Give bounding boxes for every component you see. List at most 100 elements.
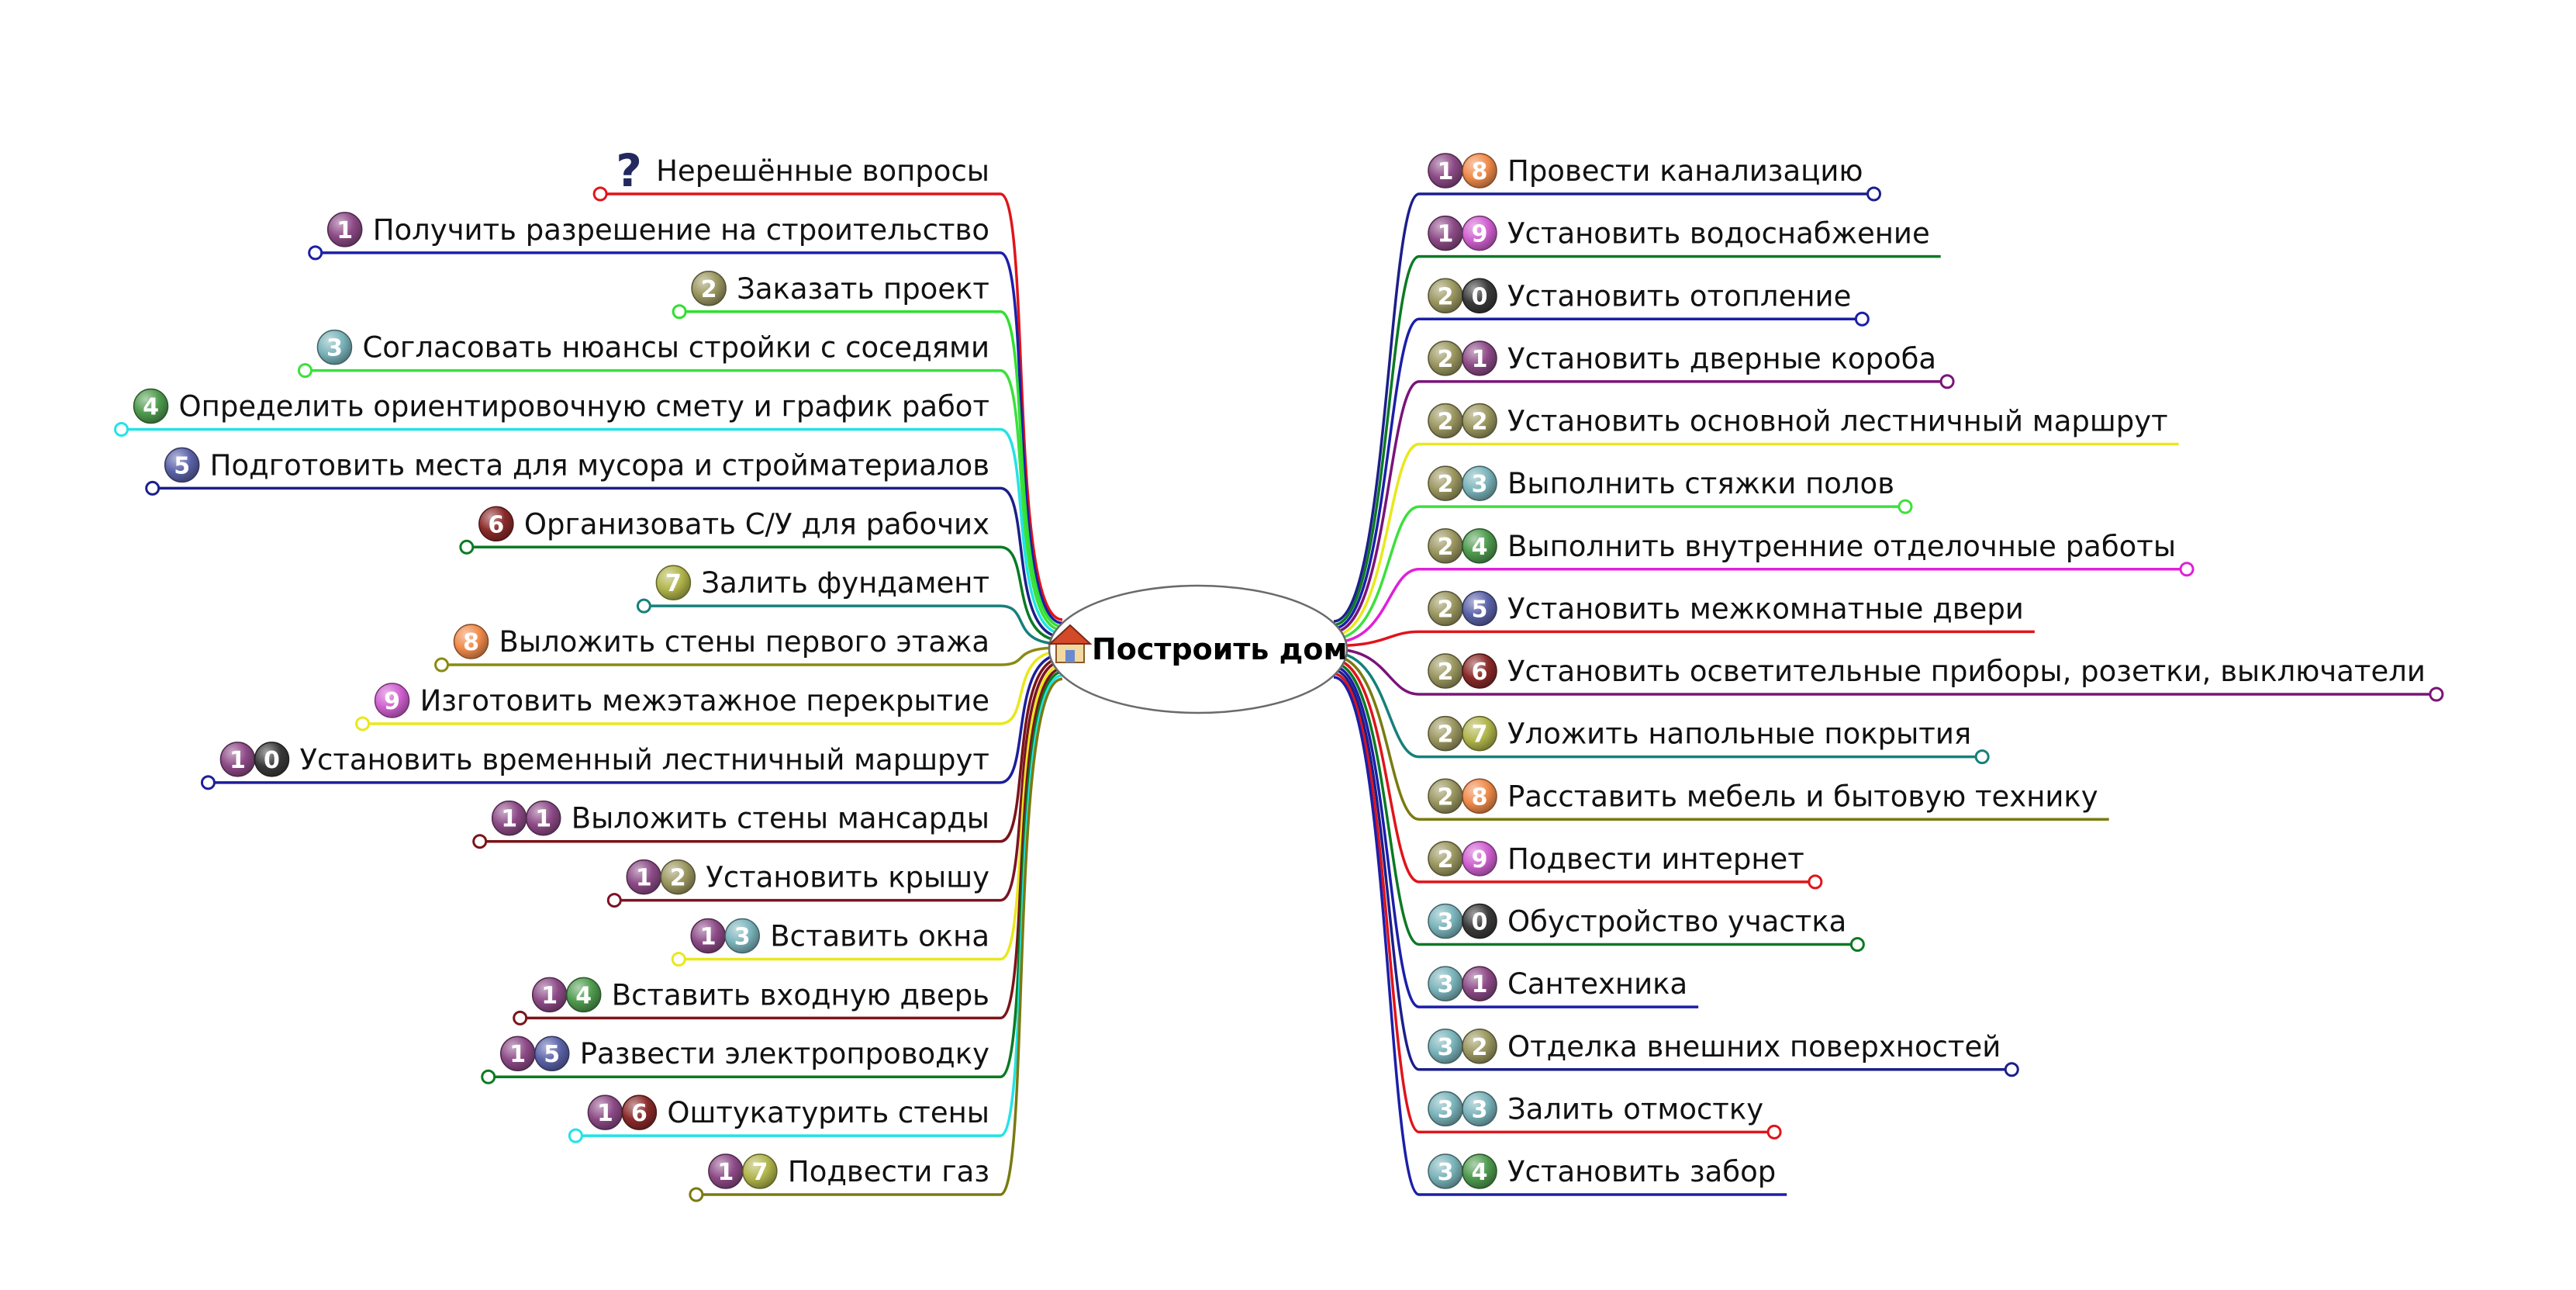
number-badge-icon: 2 <box>1428 278 1463 313</box>
svg-text:2: 2 <box>1438 846 1454 873</box>
collapse-handle[interactable] <box>200 775 216 790</box>
svg-text:9: 9 <box>384 688 400 715</box>
central-topic[interactable]: Построить дом <box>1048 584 1348 714</box>
number-badge-icon: 6 <box>478 506 514 542</box>
number-badge-icon: 0 <box>1462 278 1497 313</box>
svg-text:0: 0 <box>1472 909 1488 936</box>
collapse-handle[interactable] <box>1974 749 1990 765</box>
svg-text:1: 1 <box>337 217 353 244</box>
collapse-handle[interactable] <box>2429 687 2444 702</box>
number-badge-icon: 1 <box>690 918 726 954</box>
branch-line <box>1333 669 2012 1071</box>
number-badge-icon: 1 <box>626 859 662 895</box>
collapse-handle[interactable] <box>1866 186 1882 202</box>
svg-text:5: 5 <box>1472 596 1488 623</box>
branch-line <box>679 310 1063 628</box>
collapse-handle[interactable] <box>1849 937 1865 952</box>
branch-line <box>152 486 1063 638</box>
topic-label: Подвести интернет <box>1507 842 1804 876</box>
number-badge-icon: 1 <box>1462 966 1497 1001</box>
number-badge-icon: 2 <box>691 271 727 306</box>
topic-left-1[interactable]: ?Нерешённые вопросы <box>616 144 989 197</box>
collapse-handle[interactable] <box>459 539 475 555</box>
collapse-handle[interactable] <box>636 598 651 614</box>
svg-text:6: 6 <box>488 511 504 538</box>
collapse-handle[interactable] <box>308 245 323 261</box>
svg-text:3: 3 <box>734 923 751 950</box>
branch-lines <box>114 186 2444 1202</box>
collapse-handle[interactable] <box>592 186 608 202</box>
collapse-handle[interactable] <box>2179 562 2194 577</box>
collapse-handle[interactable] <box>472 834 488 849</box>
number-badge-icon: 2 <box>1428 403 1463 439</box>
collapse-handle[interactable] <box>672 304 687 320</box>
collapse-handle[interactable] <box>2004 1062 2019 1077</box>
branch-line <box>696 677 1063 1196</box>
svg-text:7: 7 <box>665 570 682 597</box>
number-badge-icon: 1 <box>499 1036 536 1071</box>
svg-text:2: 2 <box>1438 409 1454 436</box>
branch-line <box>614 660 1063 902</box>
collapse-handle[interactable] <box>297 363 313 379</box>
topic-label: Вставить входную дверь <box>612 978 989 1012</box>
topic-label: Установить отопление <box>1507 279 1851 313</box>
collapse-handle[interactable] <box>606 893 622 908</box>
collapse-handle[interactable] <box>145 480 161 496</box>
topic-label: Выполнить стяжки полов <box>1507 467 1894 500</box>
collapse-handle[interactable] <box>481 1069 496 1084</box>
svg-text:2: 2 <box>1472 1034 1488 1061</box>
branch-line <box>1333 192 1874 623</box>
collapse-handle[interactable] <box>671 951 686 967</box>
collapse-handle[interactable] <box>1939 374 1955 389</box>
svg-text:3: 3 <box>1438 1096 1454 1123</box>
collapse-handle[interactable] <box>568 1128 583 1143</box>
collapse-handle[interactable] <box>1766 1124 1782 1140</box>
svg-text:2: 2 <box>1438 534 1454 561</box>
collapse-handle[interactable] <box>434 657 450 673</box>
collapse-handle[interactable] <box>114 422 129 437</box>
topic-label: Обустройство участка <box>1507 905 1846 939</box>
collapse-handle[interactable] <box>689 1187 704 1202</box>
collapse-handle[interactable] <box>1808 874 1823 890</box>
collapse-handle[interactable] <box>1854 311 1870 327</box>
svg-text:3: 3 <box>1438 909 1454 936</box>
collapse-handle[interactable] <box>1897 499 1913 514</box>
collapse-handle[interactable] <box>355 716 371 731</box>
collapse-handle[interactable] <box>513 1010 528 1025</box>
